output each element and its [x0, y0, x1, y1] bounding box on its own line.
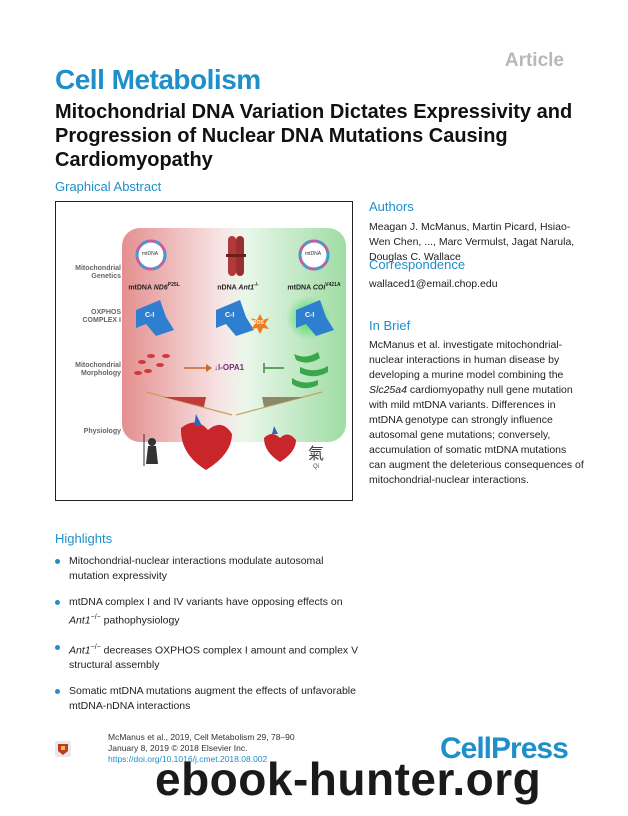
crossmark-icon[interactable]: [55, 741, 71, 757]
triangle-decrease-left: [164, 397, 206, 407]
complex-label-center: C-I: [225, 312, 235, 319]
authors-list: Meagan J. McManus, Martin Picard, Hsiao-…: [369, 221, 575, 263]
plasmid-left-icon: [135, 239, 167, 271]
complex-i-right-icon: [286, 296, 334, 340]
triangle-decrease-right: [262, 397, 304, 407]
row-label-oxphos: OXPHOS COMPLEX I: [82, 309, 121, 324]
highlights-heading: Highlights: [55, 531, 113, 546]
inhibit-arrow-icon: [263, 363, 284, 373]
row-label-physiology: Physiology: [83, 428, 121, 435]
in-brief-text: McManus et al. investigate mitochondrial…: [369, 339, 584, 486]
column-label-coi: mtDNA COIV421A: [287, 282, 341, 292]
complex-i-left-icon: [136, 300, 174, 336]
highlight-item: mtDNA complex I and IV variants have opp…: [55, 595, 365, 629]
normal-heart-icon: [264, 426, 296, 462]
grim-reaper-icon: [143, 434, 158, 466]
citation-footer: McManus et al., 2019, Cell Metabolism 29…: [108, 732, 295, 765]
journal-name: Cell Metabolism: [55, 64, 261, 95]
article-title: Mitochondrial DNA Variation Dictates Exp…: [55, 101, 573, 171]
correspondence-section: Correspondence wallaced1@email.chop.edu: [369, 257, 579, 292]
graphical-abstract-figure: [122, 228, 346, 470]
ros-label: ROS: [253, 320, 264, 326]
citation-date: January 8, 2019 © 2018 Elsevier Inc.: [108, 743, 248, 753]
correspondence-email[interactable]: wallaced1@email.chop.edu: [369, 278, 498, 290]
converging-arrows: [145, 391, 323, 416]
authors-section: Authors Meagan J. McManus, Martin Picard…: [369, 199, 579, 265]
arrow-right-icon: [184, 364, 212, 372]
correspondence-heading: Correspondence: [369, 257, 466, 272]
watermark-text: ebook-hunter.org: [155, 753, 542, 805]
citation-text: McManus et al., 2019, Cell Metabolism 29…: [108, 732, 295, 742]
bullet-icon: [55, 559, 60, 564]
article-type-label: Article: [504, 50, 564, 71]
graphical-abstract: Mitochondrial Genetics OXPHOS COMPLEX I …: [55, 201, 353, 501]
plasmid-right-icon: [298, 239, 330, 271]
highlight-item: Ant1−/− decreases OXPHOS complex I amoun…: [55, 640, 365, 674]
plasmid-label-right: mtDNA: [305, 251, 322, 257]
highlight-item: Somatic mtDNA mutations augment the effe…: [55, 684, 365, 714]
complex-label-right: C-I: [305, 312, 315, 319]
column-label-ant1: nDNA Ant1-/-: [217, 282, 259, 292]
bullet-icon: [55, 644, 60, 650]
enlarged-heart-icon: [180, 414, 232, 470]
gradient-panel: [122, 228, 346, 442]
complex-label-left: C-I: [145, 312, 155, 319]
row-label-genetics: Mitochondrial Genetics: [75, 265, 121, 280]
in-brief-section: In Brief McManus et al. investigate mito…: [369, 318, 584, 488]
highlights-section: Highlights Mitochondrial-nuclear interac…: [55, 531, 365, 725]
row-label-morphology: Mitochondrial Morphology: [75, 362, 121, 377]
column-label-nd6: mtDNA ND6P25L: [128, 282, 180, 292]
fused-mitochondria-icon: [292, 352, 328, 389]
bullet-icon: [55, 689, 60, 694]
authors-heading: Authors: [369, 199, 414, 214]
in-brief-heading: In Brief: [369, 318, 411, 333]
opa1-label: ↓l-OPA1: [214, 363, 245, 372]
complex-i-center-icon: [216, 300, 269, 336]
doi-link[interactable]: https://doi.org/10.1016/j.cmet.2018.08.0…: [108, 754, 268, 764]
fragmented-mitochondria-icon: [134, 354, 170, 375]
qi-glyph: 氣: [308, 444, 325, 463]
qi-label: Qi: [313, 464, 319, 470]
chromosome-icon: [226, 236, 246, 276]
plasmid-label-left: mtDNA: [142, 251, 159, 257]
bullet-icon: [55, 600, 60, 605]
highlight-item: Mitochondrial-nuclear interactions modul…: [55, 554, 365, 584]
graphical-abstract-heading: Graphical Abstract: [55, 179, 162, 194]
cellpress-logo: CellPress: [440, 732, 569, 765]
